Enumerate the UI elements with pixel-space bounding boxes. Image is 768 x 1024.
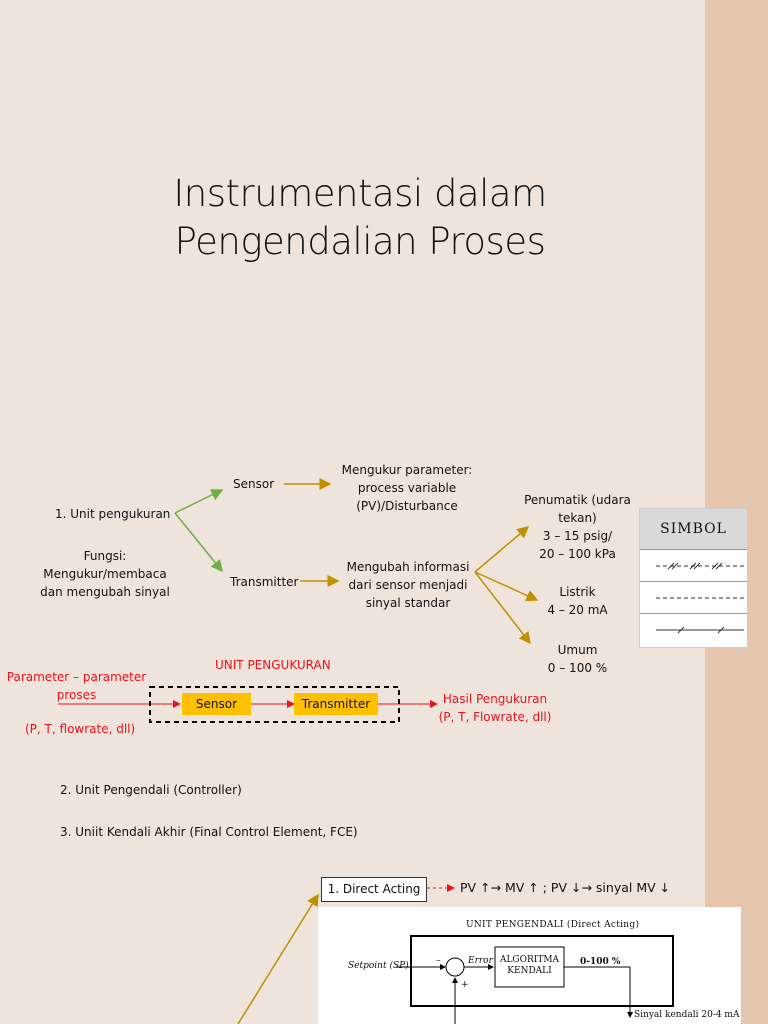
controller-diagram-title: UNIT PENGENDALI (Direct Acting) [466, 920, 640, 930]
output-range-label: 0-100 % [580, 957, 621, 967]
measurement-unit-label: UNIT PENGUKURAN [215, 658, 331, 672]
measurement-result: Hasil Pengukuran(P, T, Flowrate, dll) [438, 692, 552, 724]
control-signal-label: Sinyal kendali 20-4 mA [634, 1010, 740, 1020]
symbol-table: SIMBOL [639, 508, 748, 648]
unit-pengukuran-label: 1. Unit pengukuran [55, 507, 171, 521]
fce-item: 3. Uniit Kendali Akhir (Final Control El… [60, 825, 358, 839]
tree-arrows-gold [284, 478, 539, 645]
symbol-lines [640, 549, 747, 634]
sensor-description: Mengukur parameter:process variable(PV)/… [341, 463, 473, 513]
title-line-2: Pengendalian Proses [174, 220, 546, 263]
controller-frame [410, 935, 674, 1007]
sensor-box: Sensor [182, 693, 251, 715]
controller-diagram: UNIT PENGENDALI (Direct Acting) Setpoint… [318, 907, 741, 1024]
direct-acting-arrow [237, 893, 319, 1024]
sensor-label: Sensor [233, 477, 275, 491]
symbol-table-header: SIMBOL [640, 509, 747, 549]
tree-arrows-green [174, 489, 224, 573]
direct-acting-rule: PV ↑→ MV ↑ ; PV ↓→ sinyal MV ↓ [460, 880, 671, 895]
setpoint-label: Setpoint (SP) [348, 961, 409, 971]
summing-junction-icon [445, 957, 465, 977]
transmitter-label: Transmitter [230, 575, 299, 589]
measurement-unit-frame [149, 686, 400, 723]
direct-acting-box: 1. Direct Acting [321, 877, 427, 902]
title-line-1: Instrumentasi dalam [173, 172, 547, 215]
slide-title: Instrumentasi dalam Pengendalian Proses [60, 170, 660, 266]
minus-sign: – [436, 956, 441, 966]
controller-item: 2. Unit Pengendali (Controller) [60, 783, 242, 797]
process-parameters-examples: (P, T, flowrate, dll) [25, 722, 136, 736]
plus-sign: + [461, 980, 469, 990]
controller-diagram-lines [396, 935, 674, 1024]
pneumatic-line-symbol [656, 562, 744, 570]
error-label: Error [468, 956, 493, 966]
transmitter-box: Transmitter [294, 693, 378, 715]
general-line-symbol [656, 626, 744, 634]
measurement-arrows [58, 700, 455, 892]
